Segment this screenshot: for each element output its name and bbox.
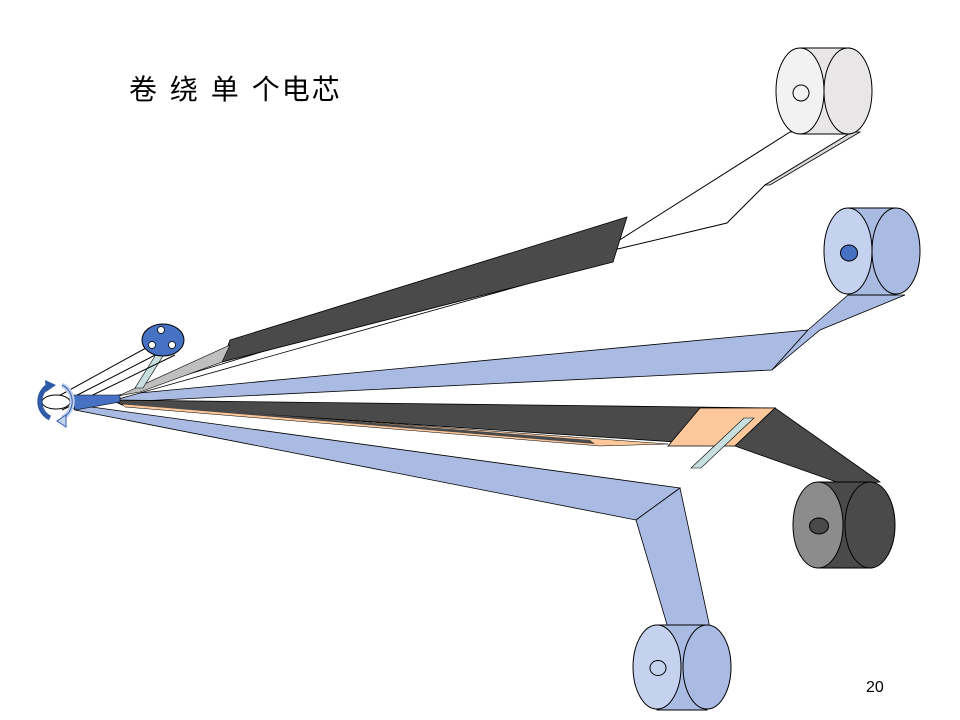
page-number: 20 <box>866 679 884 696</box>
mandrel <box>41 394 121 411</box>
lower-tab <box>690 417 755 469</box>
top-foil-web <box>579 131 862 259</box>
bottom-separator-roll <box>632 624 732 711</box>
upper-electrode-sheet <box>113 216 628 401</box>
lower-separator-web <box>69 403 711 629</box>
top-roll <box>775 47 873 135</box>
lower-electrode-roll <box>792 481 896 569</box>
upper-separator-roll <box>823 207 921 296</box>
slide-title: 卷 绕 单 个电芯 <box>129 73 342 106</box>
lower-electrode-sheet <box>111 399 882 486</box>
rotation-arrows-icon <box>37 380 75 428</box>
aux-roller-linkage <box>54 323 185 411</box>
